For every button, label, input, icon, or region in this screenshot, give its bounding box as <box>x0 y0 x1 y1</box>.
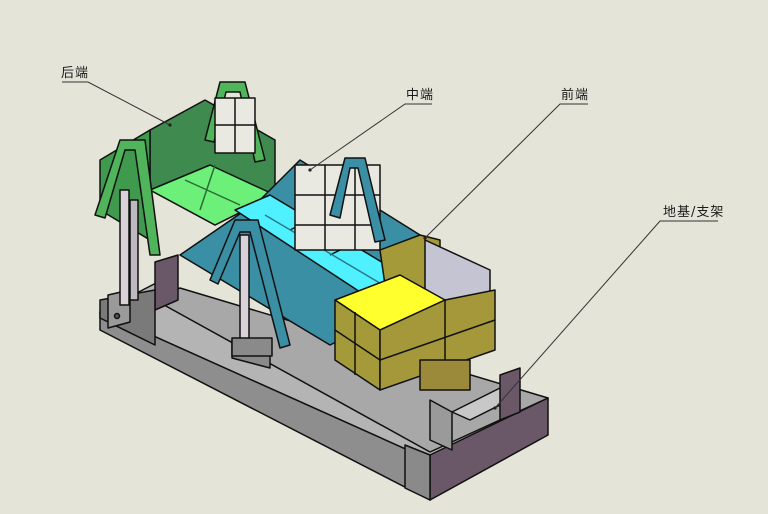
callout-rear-label: 后端 <box>61 66 90 81</box>
leader-middle <box>309 103 432 171</box>
callout-foundation-label: 地基/支架 <box>663 205 725 220</box>
leader-lines <box>62 81 718 409</box>
leader-rear <box>62 81 171 126</box>
leader-foundation <box>494 220 718 409</box>
leader-front <box>424 103 588 239</box>
front-section <box>334 234 496 391</box>
callout-front-label: 前端 <box>561 88 590 103</box>
callout-middle-label: 中端 <box>406 88 435 103</box>
